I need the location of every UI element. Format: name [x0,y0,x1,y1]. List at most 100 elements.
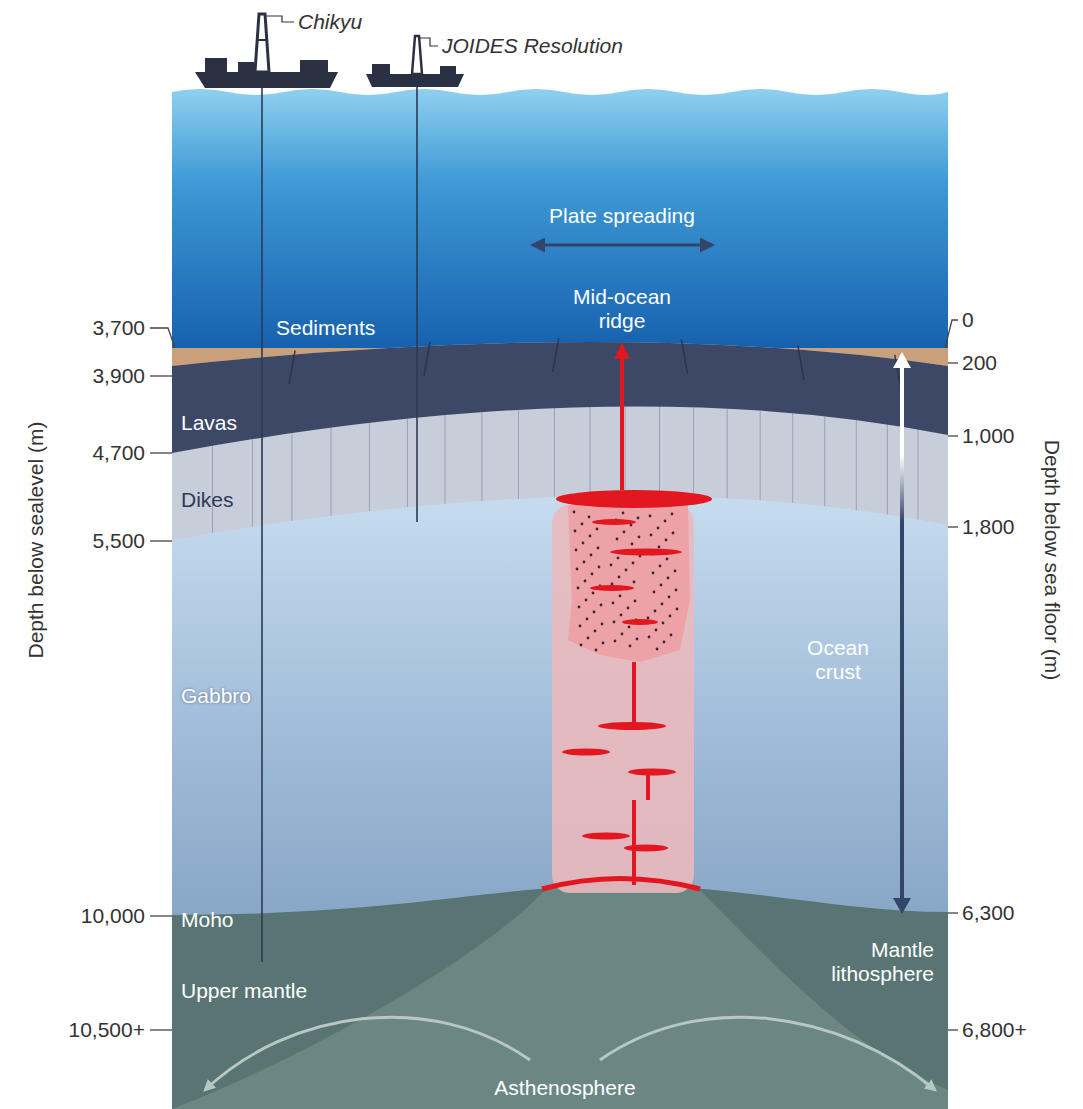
process-label: Plate spreading [549,204,695,228]
crystal-dot [588,516,591,519]
crystal-dot [650,534,653,537]
crystal-dot [658,546,661,549]
crystal-dot [662,622,665,625]
dike-line [407,419,408,507]
crystal-dot [583,561,586,564]
crystal-dot [620,614,623,617]
flow-arrow [600,1017,935,1090]
depth-tick-label: 6,300 [962,901,1015,925]
crystal-dot [596,528,599,531]
crystal-dot [647,617,650,620]
crystal-dot [578,606,581,609]
dike-line [291,433,292,521]
crystal-dot [587,637,590,640]
crystal-dot [655,629,658,632]
depth-tick-label: 3,700 [92,316,145,340]
dike-line [917,429,918,519]
crystal-dot [637,517,640,520]
crystal-dot [659,565,662,568]
crystal-dot [585,599,588,602]
melt-sills [562,519,682,852]
crystal-dot [601,623,604,626]
crystal-dot [612,602,615,605]
crystal-dot [661,603,664,606]
crystal-dot [663,641,666,644]
layer-label: Asthenosphere [494,1076,635,1100]
crystal-dot [580,644,583,647]
moho-melt-zone [542,879,700,890]
layer-label: Gabbro [181,684,251,708]
dike-line [792,413,793,503]
crystal-dot [628,626,631,629]
leader-line [420,38,438,46]
crystal-dot [623,531,626,534]
dike-line [369,423,370,511]
ocean-water [172,89,948,352]
lava-fault [798,346,804,380]
depth-tick-label: 4,700 [92,441,145,465]
crystal-dot [595,649,598,652]
melt-conduits [634,662,648,885]
lava-fault [289,350,295,384]
dike-line [330,428,331,516]
crystal-dot [649,515,652,518]
gabbro-layer [172,440,948,1109]
crystal-dot [573,511,576,514]
depth-ticks [150,320,958,1030]
depth-tick-label: 0 [962,308,974,332]
chikyu-drill-string [261,86,263,962]
crystal-dot [613,621,616,624]
boundary-label: Moho [181,908,234,932]
crystal-dot [586,618,589,621]
depth-tick-label: 10,000 [81,904,145,928]
crystal-dot [664,520,667,523]
upwelling-mantle [172,877,948,1109]
crystal-dot [627,607,630,610]
crystal-dot [670,634,673,637]
spreading-arrow [533,244,712,247]
dike-line [444,415,445,504]
layer-label: Upper mantle [181,979,307,1003]
crystal-dot [648,636,651,639]
leader-line [266,16,294,22]
dike-line [625,406,626,495]
crystal-dot [636,638,639,641]
dike-line [727,409,728,499]
crystal-dot [669,615,672,618]
crystal-dot [618,576,621,579]
layer-label: Lavas [181,411,237,435]
joides-drill-string [416,84,418,522]
crystal-dot [675,589,678,592]
crystal-dot [665,539,668,542]
depth-tick-label: 200 [962,351,997,375]
axis-title: Depth below sealevel (m) [24,422,48,659]
crystal-dot [638,536,641,539]
crystal-dot [631,543,634,546]
crystal-dot [576,568,579,571]
axial-melt-lens [556,490,712,508]
crystal-dot [598,566,601,569]
depth-tick-label: 1,000 [962,424,1015,448]
crystal-dot [621,633,624,636]
dike-line [760,411,761,501]
dike-line [252,439,253,527]
arrow-head [893,352,911,368]
eruption-arrow [620,346,624,490]
crystal-dots [573,511,679,652]
crystal-dot [617,557,620,560]
crystal-dot [619,595,622,598]
lava-fault [424,342,430,376]
dike-line [659,407,660,496]
crystal-dot [584,580,587,583]
crystal-dot [591,573,594,576]
crystal-dot [575,549,578,552]
crystal-dot [654,610,657,613]
crystal-dot [674,570,677,573]
crystal-dot [590,554,593,557]
crystal-dot [672,532,675,535]
crystal-dot [616,538,619,541]
depth-tick-label: 6,800+ [962,1018,1027,1042]
lava-faults [289,338,901,389]
crystal-dot [577,587,580,590]
